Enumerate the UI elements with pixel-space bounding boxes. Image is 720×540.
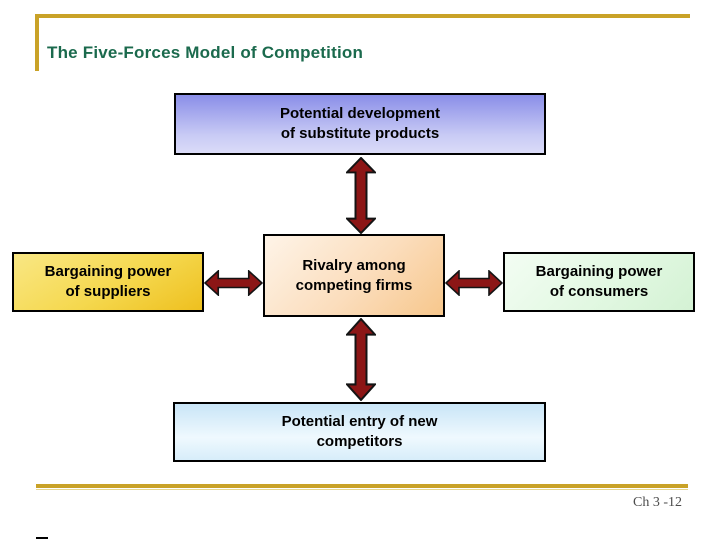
box-suppliers-line2: of suppliers xyxy=(65,283,151,300)
footer-dash xyxy=(36,537,48,539)
box-bargaining-power-consumers: Bargaining power of consumers xyxy=(503,252,695,312)
box-substitute-products: Potential development of substitute prod… xyxy=(174,93,546,155)
double-arrow-shape xyxy=(346,318,376,401)
box-potential-new-competitors: Potential entry of new competitors xyxy=(173,402,546,462)
title-accent-line-horizontal xyxy=(35,14,690,18)
page-title: The Five-Forces Model of Competition xyxy=(47,43,364,62)
double-arrow-horizontal-right-icon xyxy=(445,270,503,296)
footer-accent-line xyxy=(36,484,688,488)
double-arrow-shape xyxy=(204,270,263,296)
box-entrants-line2: competitors xyxy=(316,433,403,450)
box-suppliers-line1: Bargaining power xyxy=(44,263,172,280)
page-number: Ch 3 -12 xyxy=(633,495,682,510)
footer-accent-line-thin xyxy=(36,489,688,490)
title-accent-line-vertical xyxy=(35,14,39,71)
box-bargaining-power-suppliers: Bargaining power of suppliers xyxy=(12,252,204,312)
double-arrow-shape xyxy=(445,270,503,296)
double-arrow-shape xyxy=(346,157,376,234)
box-consumers-line2: of consumers xyxy=(549,283,649,300)
double-arrow-vertical-bottom-icon xyxy=(346,318,376,401)
double-arrow-vertical-top-icon xyxy=(346,157,376,234)
box-substitute-products-line2: of substitute products xyxy=(280,125,440,142)
box-rivalry-line2: competing firms xyxy=(295,276,413,294)
double-arrow-horizontal-left-icon xyxy=(204,270,263,296)
box-substitute-products-line1: Potential development xyxy=(279,105,441,122)
box-consumers-line1: Bargaining power xyxy=(535,263,663,280)
box-entrants-line1: Potential entry of new xyxy=(281,413,438,430)
box-rivalry-line1: Rivalry among xyxy=(302,256,406,274)
box-rivalry-competing-firms: Rivalry among competing firms xyxy=(263,234,445,317)
